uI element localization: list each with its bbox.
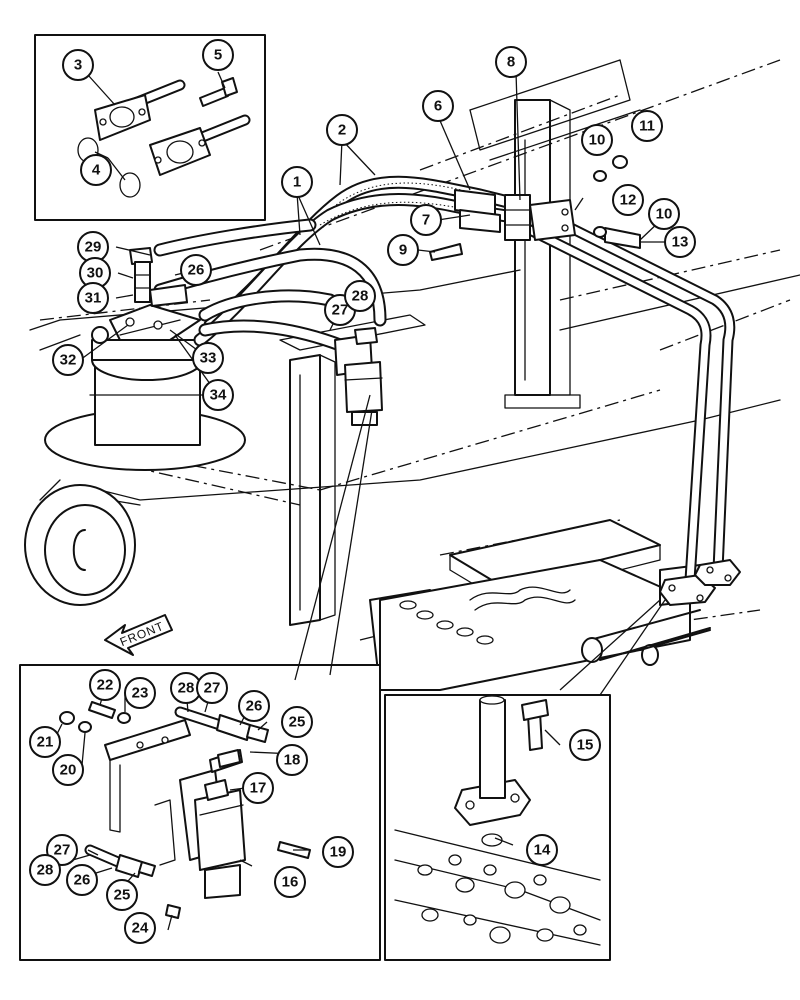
callout-12-label: 12: [620, 192, 637, 209]
callout-9-label: 9: [399, 242, 407, 259]
callouts: 3 5 4 1 2 6 8 7 9 10 11 12 10 13 29 30 3…: [29, 39, 696, 944]
inset-solenoid: [19, 664, 381, 961]
callout-12: 12: [612, 184, 644, 216]
callout-17-label: 17: [250, 780, 267, 797]
callout-28-lower: 28: [29, 854, 61, 886]
callout-29-label: 29: [85, 239, 102, 256]
front-arrow: FRONT: [104, 614, 173, 656]
callout-26-top-label: 26: [188, 262, 205, 279]
callout-33: 33: [192, 342, 224, 374]
callout-16: 16: [274, 866, 306, 898]
callout-1: 1: [281, 166, 313, 198]
callout-3-label: 3: [74, 57, 82, 74]
callout-31: 31: [77, 282, 109, 314]
callout-7-label: 7: [422, 212, 430, 229]
callout-32-label: 32: [60, 352, 77, 369]
callout-6: 6: [422, 90, 454, 122]
callout-5: 5: [202, 39, 234, 71]
callout-15: 15: [569, 729, 601, 761]
callout-21: 21: [29, 726, 61, 758]
callout-28-inset-label: 28: [178, 680, 195, 697]
wheel: [24, 479, 136, 606]
callout-2-label: 2: [338, 122, 346, 139]
callout-27-inset-label: 27: [204, 680, 221, 697]
callout-1-label: 1: [293, 174, 301, 191]
callout-15-label: 15: [577, 737, 594, 754]
callout-10-upper: 10: [581, 124, 613, 156]
callout-14-label: 14: [534, 842, 551, 859]
callout-22-label: 22: [97, 677, 114, 694]
solenoid-main: [334, 327, 383, 426]
callout-9: 9: [387, 234, 419, 266]
callout-28-lower-label: 28: [37, 862, 54, 879]
steel-tubes: [514, 214, 741, 606]
callout-10-upper-label: 10: [589, 132, 606, 149]
control-valve: [369, 519, 711, 691]
callout-25-inset-label: 25: [289, 714, 306, 731]
callout-7: 7: [410, 204, 442, 236]
callout-13-label: 13: [672, 234, 689, 251]
hardware-right: [429, 155, 641, 261]
callout-26-inset-label: 26: [246, 698, 263, 715]
callout-27-top-label: 27: [332, 302, 349, 319]
callout-31-label: 31: [85, 290, 102, 307]
callout-5-label: 5: [214, 47, 222, 64]
callout-3: 3: [62, 49, 94, 81]
mounting-bracket: [279, 314, 426, 626]
callout-23: 23: [124, 677, 156, 709]
callout-34-label: 34: [210, 387, 227, 404]
callout-24-label: 24: [132, 920, 149, 937]
callout-19: 19: [322, 836, 354, 868]
callout-27-lower-label: 27: [54, 842, 71, 859]
callout-26-inset: 26: [238, 690, 270, 722]
callout-24: 24: [124, 912, 156, 944]
callout-10-lower: 10: [648, 198, 680, 230]
callout-4: 4: [80, 154, 112, 186]
callout-28-top: 28: [344, 280, 376, 312]
callout-19-label: 19: [330, 844, 347, 861]
callout-25-inset: 25: [281, 706, 313, 738]
swing-motor: [44, 304, 246, 471]
callout-8-label: 8: [507, 54, 515, 71]
callout-30-label: 30: [87, 265, 104, 282]
callout-16-label: 16: [282, 874, 299, 891]
callout-14: 14: [526, 834, 558, 866]
callout-20: 20: [52, 754, 84, 786]
callout-11-label: 11: [639, 118, 655, 135]
callout-17: 17: [242, 772, 274, 804]
callout-26-lower-label: 26: [74, 872, 91, 889]
callout-20-label: 20: [60, 762, 77, 779]
callout-6-label: 6: [434, 98, 442, 115]
callout-21-label: 21: [37, 734, 54, 751]
callout-28-inset: 28: [170, 672, 202, 704]
callout-25-lower-label: 25: [114, 887, 131, 904]
inset-flange: [34, 34, 266, 221]
callout-25-lower: 25: [106, 879, 138, 911]
callout-28-top-label: 28: [352, 288, 369, 305]
callout-32: 32: [52, 344, 84, 376]
front-label: FRONT: [118, 619, 166, 649]
callout-4-label: 4: [92, 162, 101, 179]
callout-27-inset: 27: [196, 672, 228, 704]
callout-2: 2: [326, 114, 358, 146]
callout-26-top: 26: [180, 254, 212, 286]
callout-18-label: 18: [284, 752, 301, 769]
callout-23-label: 23: [132, 685, 149, 702]
callout-10-lower-label: 10: [656, 206, 673, 223]
callout-33-label: 33: [200, 350, 217, 367]
callout-13: 13: [664, 226, 696, 258]
callout-22: 22: [89, 669, 121, 701]
callout-26-lower: 26: [66, 864, 98, 896]
callout-8: 8: [495, 46, 527, 78]
hose-fittings: [129, 189, 576, 307]
callout-18: 18: [276, 744, 308, 776]
callout-34: 34: [202, 379, 234, 411]
callout-11: 11: [631, 110, 663, 142]
